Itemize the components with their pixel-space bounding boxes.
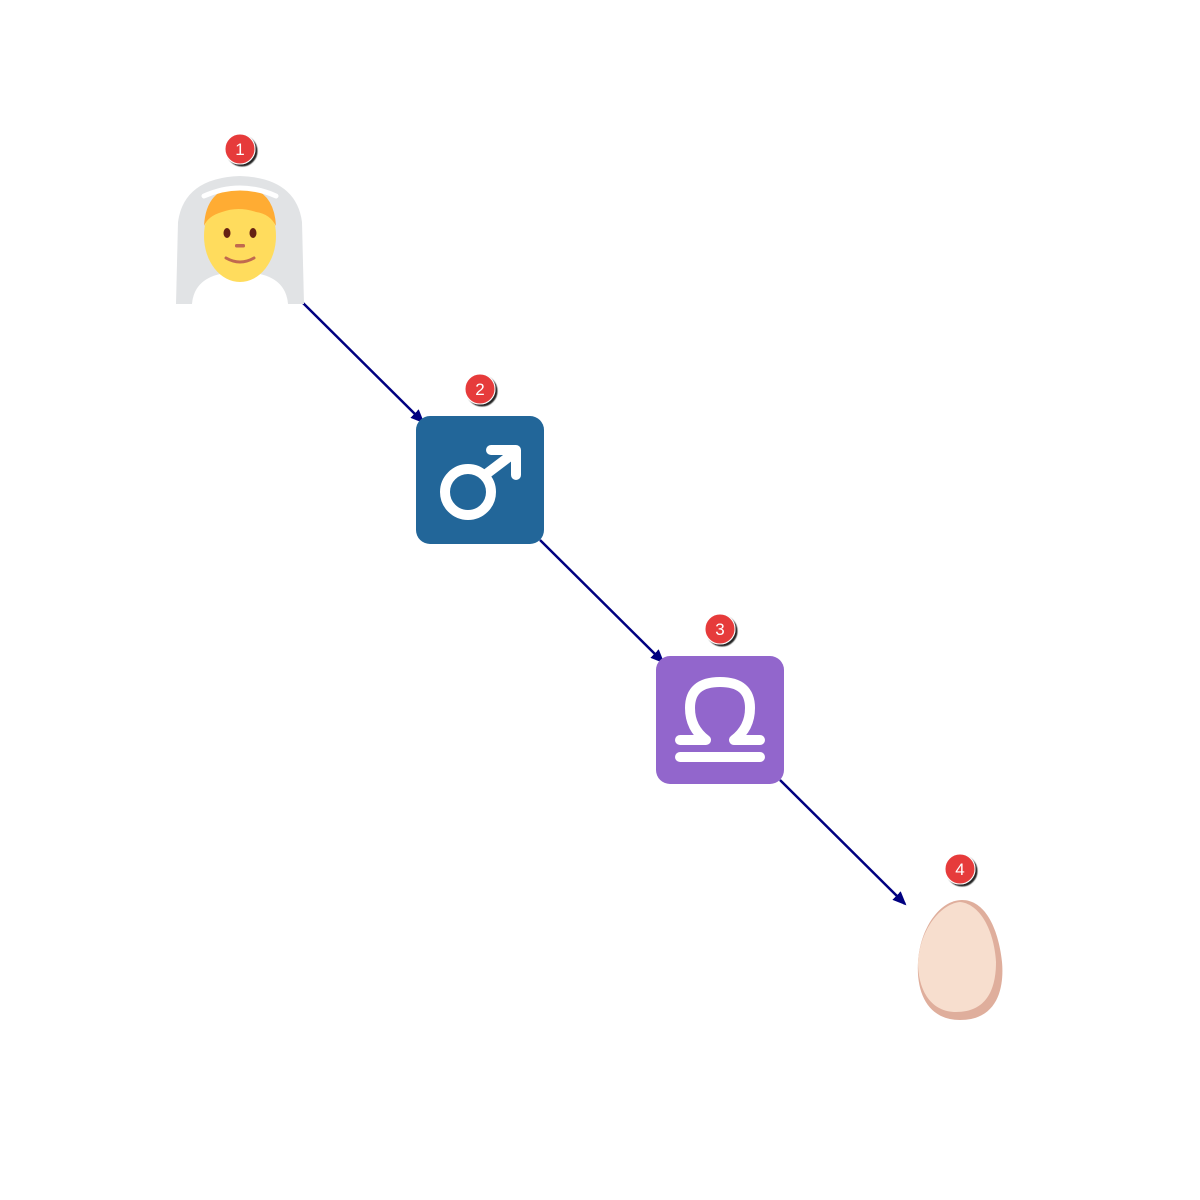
badges: 1 2 3 4 <box>224 133 976 885</box>
step-badge-2: 2 <box>464 373 496 405</box>
egg-icon <box>917 900 1003 1020</box>
arrow-2-to-3 <box>539 539 665 664</box>
node-2[interactable] <box>416 416 544 544</box>
node-1[interactable] <box>176 176 304 304</box>
step-number: 4 <box>955 860 964 879</box>
step-badge-1: 1 <box>224 133 256 165</box>
node-3[interactable] <box>656 656 784 784</box>
step-badge-4: 4 <box>944 853 976 885</box>
arrow-1-to-2 <box>301 301 425 424</box>
step-number: 3 <box>715 620 724 639</box>
node-4[interactable] <box>917 900 1003 1020</box>
arrow-3-to-4 <box>779 779 907 906</box>
male-sign-icon <box>416 416 544 544</box>
step-number: 1 <box>235 140 244 159</box>
connectors <box>301 301 907 906</box>
person-with-veil-icon <box>176 176 304 304</box>
step-badge-3: 3 <box>704 613 736 645</box>
step-number: 2 <box>475 380 484 399</box>
libra-icon <box>656 656 784 784</box>
